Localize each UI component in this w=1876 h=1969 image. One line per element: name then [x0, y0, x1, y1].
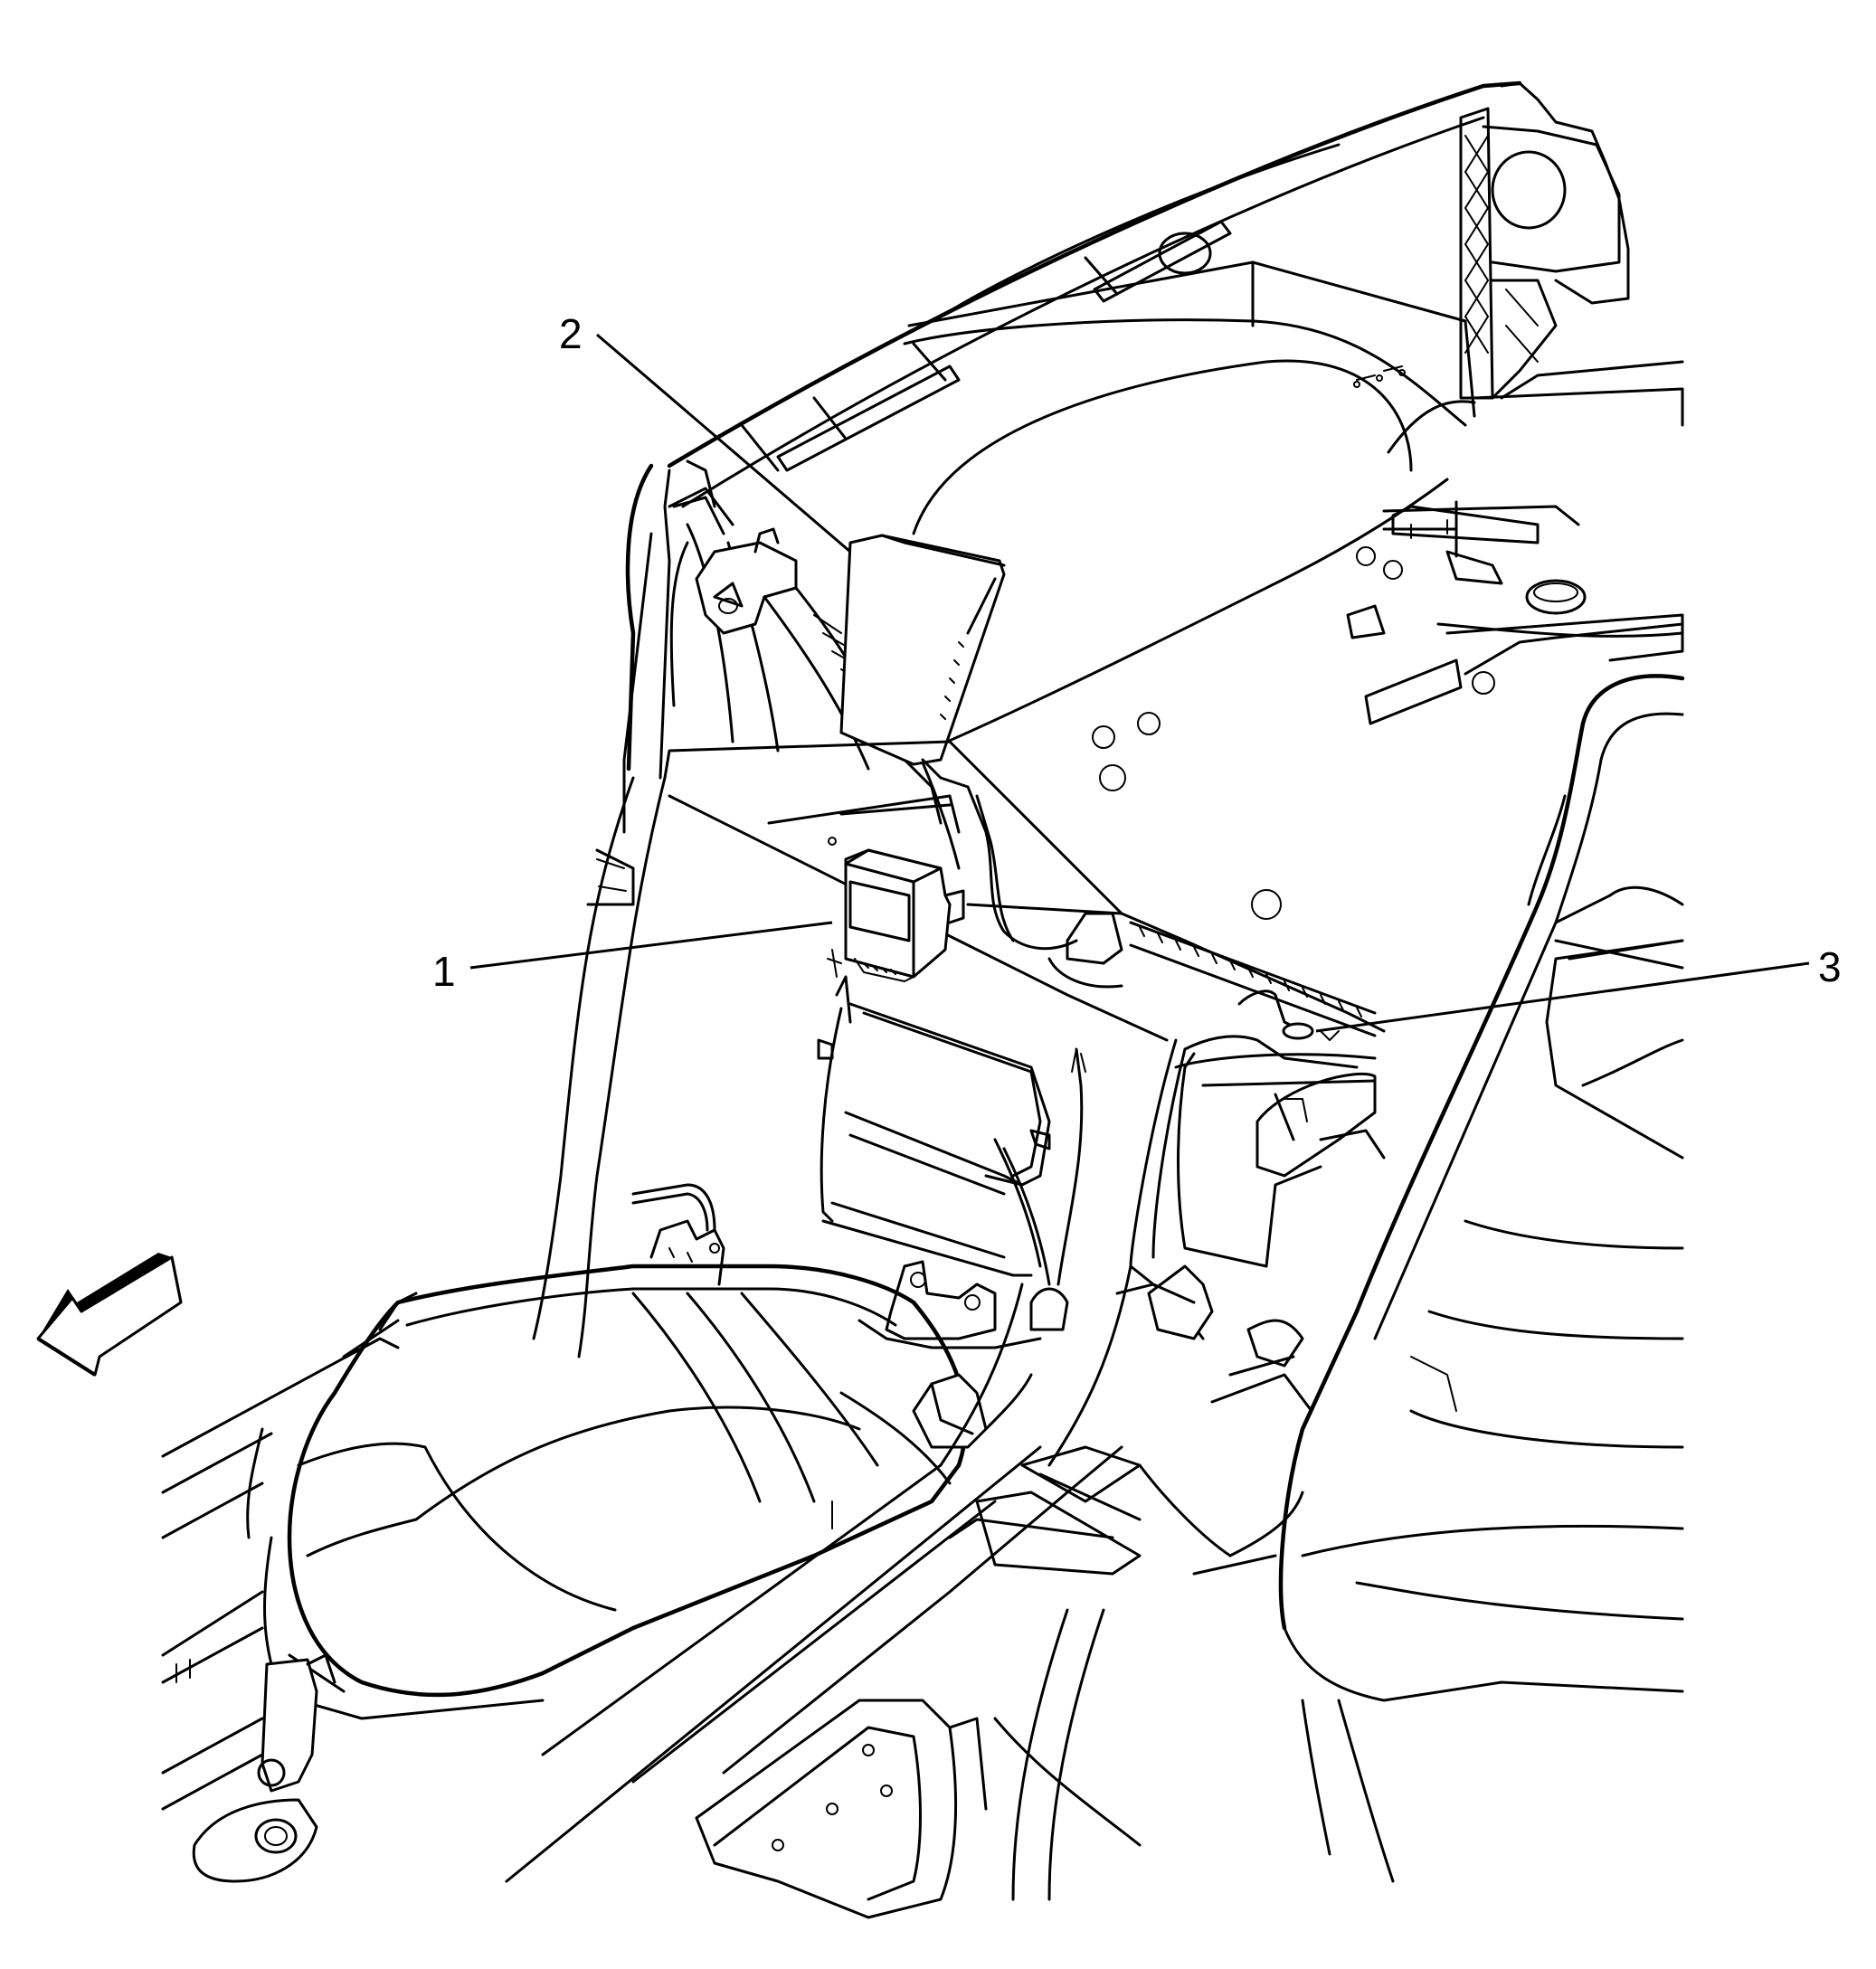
floor-tunnel [505, 1283, 1304, 1901]
callout-2: 2 [559, 310, 583, 357]
component-3-wire [1183, 989, 1359, 1069]
leader-lines [469, 333, 1810, 1033]
forward-direction-arrow-icon [36, 1253, 183, 1377]
leader-line-3 [1315, 961, 1810, 1033]
floor-sill [161, 1292, 418, 1811]
center-console [1047, 1038, 1386, 1467]
seat-anchor-brackets [649, 1219, 1069, 1349]
component-2-module [839, 534, 1006, 789]
callout-1: 1 [432, 948, 456, 995]
front-floor-plate [695, 1699, 988, 1919]
component-1-module [844, 848, 965, 982]
belt-mount [668, 459, 798, 635]
roof-rail [667, 80, 1630, 508]
leader-line-2 [596, 333, 851, 554]
right-seat [1278, 674, 1685, 1883]
leader-line-1 [469, 921, 833, 970]
upper-right-bracket [1459, 107, 1621, 400]
callout-3: 3 [1818, 943, 1842, 990]
seat-belt-buckle [912, 1373, 1033, 1449]
rear-package-shelf [903, 260, 1476, 762]
pillar-wiring [631, 1183, 716, 1232]
wiring-harness [966, 785, 1078, 951]
left-seat-cushion [263, 1264, 968, 1720]
rear-bulkhead [663, 740, 1386, 1042]
rear-deck [1092, 360, 1684, 920]
floor-anchor-bracket [192, 1653, 336, 1883]
seatback-frame [817, 949, 1086, 1286]
